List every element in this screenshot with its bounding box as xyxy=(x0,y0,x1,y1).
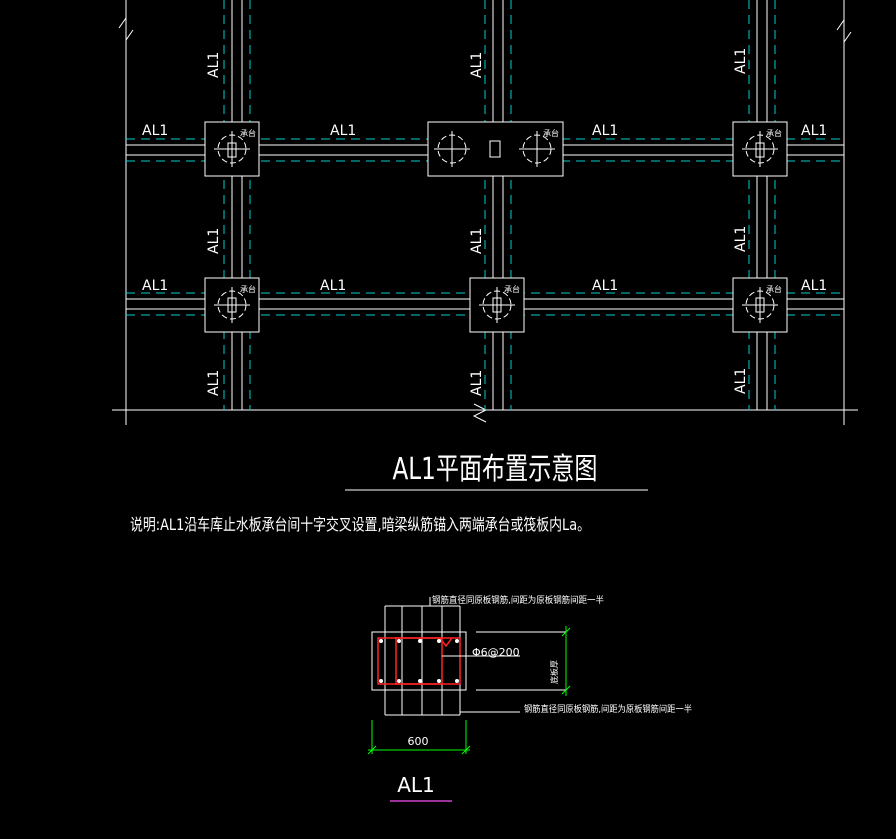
stirrup-label: Φ6@200 xyxy=(472,646,520,659)
cap-label: 承台 xyxy=(766,284,782,294)
cap-labels: 承台 承台 承台 承台 承台 承台 xyxy=(240,128,782,294)
cap-label: 承台 xyxy=(543,128,559,138)
beam-label: AL1 xyxy=(469,228,485,254)
beam-label: AL1 xyxy=(142,278,168,294)
horizontal-beams xyxy=(126,138,844,316)
beam-label: AL1 xyxy=(206,52,222,78)
beam-labels-horizontal: AL1 AL1 AL1 AL1 AL1 AL1 AL1 AL1 xyxy=(142,123,827,294)
beam-label: AL1 xyxy=(801,278,827,294)
pile-cap xyxy=(204,121,260,177)
beam-label: AL1 xyxy=(733,48,749,74)
beam-label: AL1 xyxy=(142,123,168,139)
pile-cap xyxy=(204,277,260,333)
beam-label: AL1 xyxy=(592,123,618,139)
beam-label: AL1 xyxy=(330,123,356,139)
section-label: AL1 xyxy=(397,773,435,797)
pile-cap xyxy=(469,277,525,333)
vertical-beams xyxy=(223,0,776,410)
beam-label: AL1 xyxy=(733,368,749,394)
cap-label: 承台 xyxy=(240,128,256,138)
beam-label: AL1 xyxy=(733,226,749,252)
beam-label: AL1 xyxy=(206,228,222,254)
plan-description: 说明:AL1沿车库止水板承台间十字交叉设置,暗梁纵筋锚入两端承台或筏板内La。 xyxy=(130,515,590,534)
height-label: 底板厚 xyxy=(549,660,559,684)
cap-label: 承台 xyxy=(504,284,520,294)
top-rebar-note: 钢筋直径同原板钢筋,间距为原板钢筋间距一半 xyxy=(432,594,604,606)
pile-cap xyxy=(427,121,564,177)
section-detail: 钢筋直径同原板钢筋,间距为原板钢筋间距一半 钢筋直径同原板钢筋,间距为原板钢筋间… xyxy=(367,594,692,802)
pile-cap xyxy=(732,277,788,333)
width-dimension: 600 xyxy=(408,735,429,748)
beam-label: AL1 xyxy=(469,370,485,396)
plan-title: AL1平面布置示意图 xyxy=(393,452,598,487)
beam-label: AL1 xyxy=(206,370,222,396)
beam-label: AL1 xyxy=(469,52,485,78)
beam-label: AL1 xyxy=(801,123,827,139)
beam-label: AL1 xyxy=(592,278,618,294)
cap-label: 承台 xyxy=(766,128,782,138)
beam-labels-vertical: AL1 AL1 AL1 AL1 AL1 AL1 AL1 AL1 AL1 xyxy=(206,48,749,396)
beam-label: AL1 xyxy=(320,278,346,294)
cap-label: 承台 xyxy=(240,284,256,294)
pile-caps xyxy=(204,121,788,333)
bottom-rebar-note: 钢筋直径同原板钢筋,间距为原板钢筋间距一半 xyxy=(524,703,692,715)
pile-cap xyxy=(732,121,788,177)
